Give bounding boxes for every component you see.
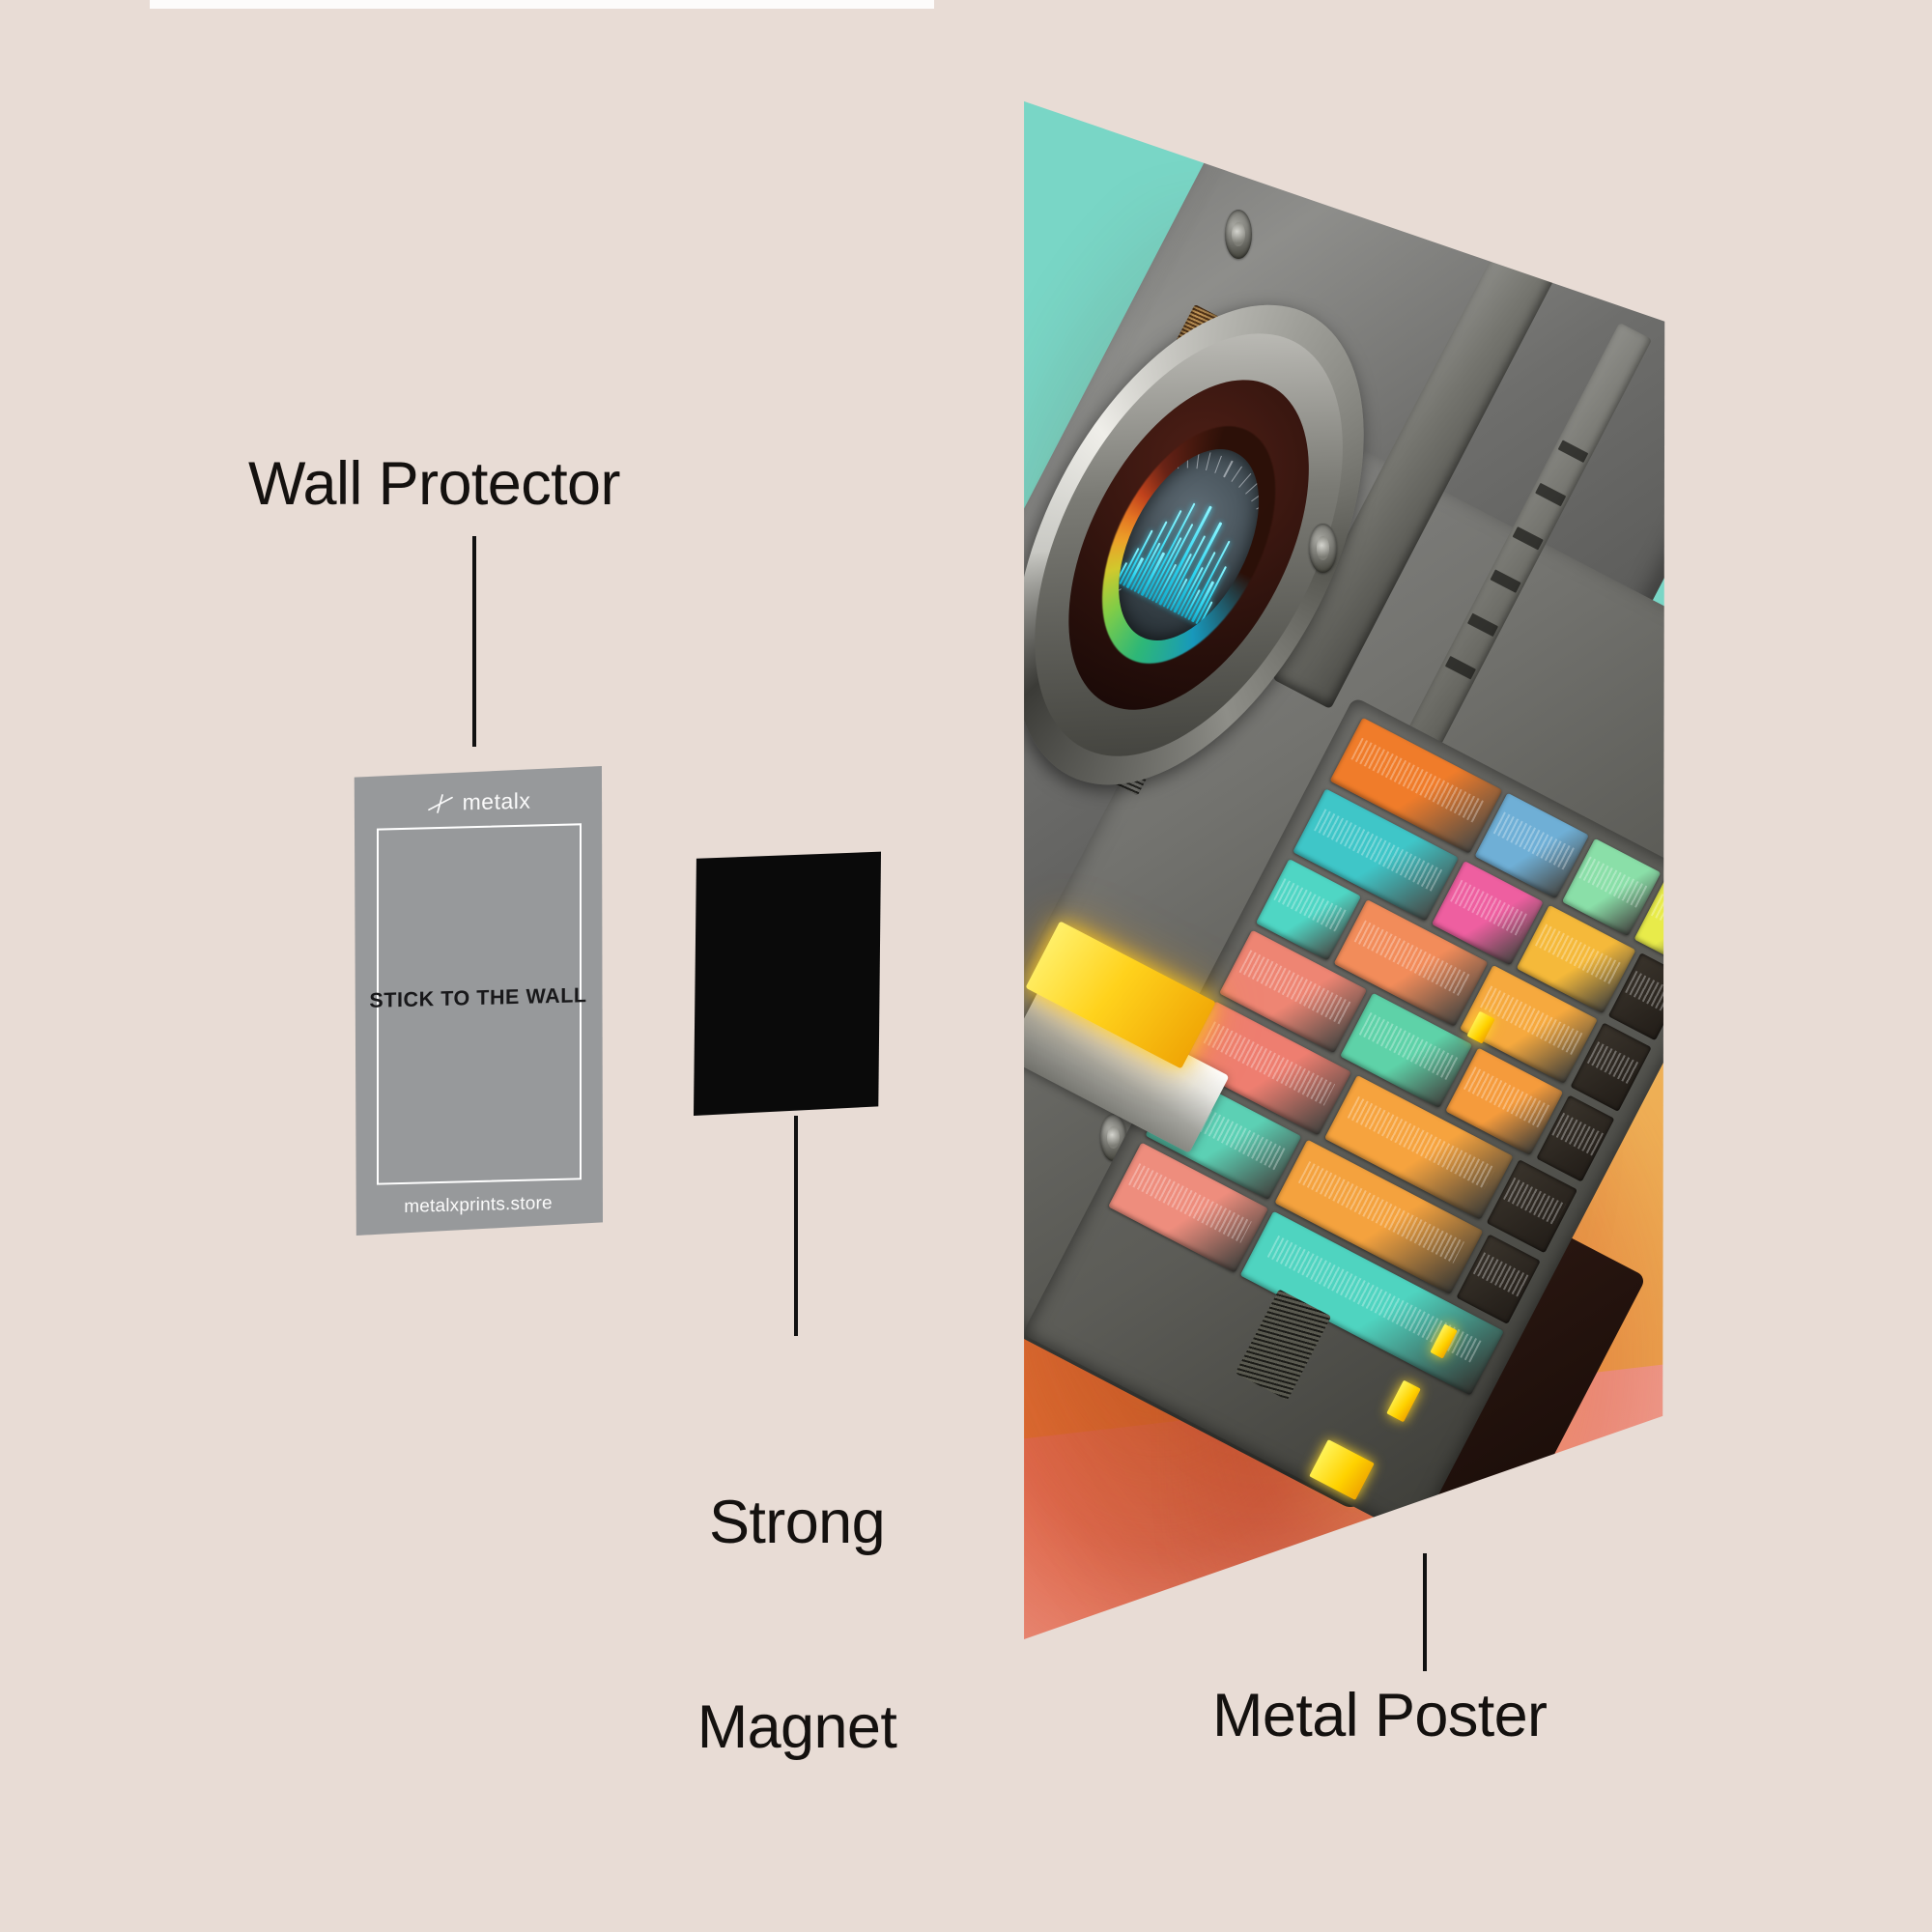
label-strong-magnet: Strong Magnet xyxy=(676,1352,918,1897)
wall-protector-url: metalxprints.store xyxy=(404,1193,553,1217)
device-screw-top xyxy=(1224,210,1252,260)
label-strong-magnet-line2: Magnet xyxy=(696,1692,897,1761)
metal-poster xyxy=(1019,97,1671,1647)
leader-line-wall-protector xyxy=(472,536,476,747)
label-metal-poster: Metal Poster xyxy=(1212,1682,1548,1749)
leader-line-strong-magnet xyxy=(794,1116,798,1336)
wall-protector-card: metalx STICK TO THE WALL metalxprints.st… xyxy=(354,766,603,1236)
leader-line-metal-poster xyxy=(1423,1553,1427,1671)
label-wall-protector: Wall Protector xyxy=(248,450,620,518)
device-antenna-fin-tip xyxy=(1421,100,1474,138)
device-screw-middle xyxy=(1309,524,1337,574)
metal-poster-surface xyxy=(1024,100,1665,1639)
label-strong-magnet-line1: Strong xyxy=(708,1489,886,1557)
wall-protector-logo: metalx xyxy=(355,786,603,819)
top-white-strip xyxy=(150,0,934,9)
wall-protector-brand-text: metalx xyxy=(462,787,531,815)
metal-poster-artwork xyxy=(1024,100,1665,1639)
metalx-cross-icon xyxy=(427,793,453,813)
strong-magnet-sheet xyxy=(694,851,881,1116)
